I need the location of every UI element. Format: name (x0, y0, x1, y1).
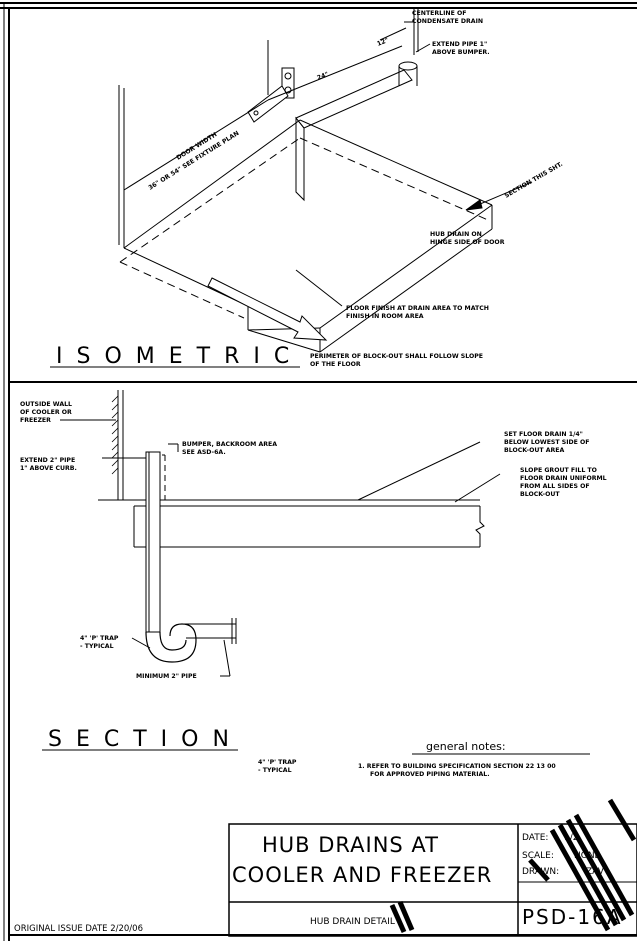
isometric-title: ISOMETRIC (56, 344, 303, 369)
section-title: SECTION (48, 727, 243, 752)
perimeter-label-2: OF THE FLOOR (310, 361, 361, 368)
wall-label-1: OUTSIDE WALL (20, 401, 72, 408)
hatch-watermark (389, 798, 637, 934)
hub-drain-label-1: HUB DRAIN ON (430, 231, 482, 238)
date-value: 1/2 (564, 833, 578, 843)
centerline-label-2: CONDENSATE DRAIN (412, 18, 483, 25)
floor-finish-label-2: FINISH IN ROOM AREA (346, 313, 424, 320)
general-notes: general notes: 1. REFER TO BUILDING SPEC… (358, 740, 590, 778)
p-trap-label-2: - TYPICAL (80, 643, 114, 650)
set-drain-label-2: BELOW LOWEST SIDE OF (504, 439, 590, 446)
set-drain-label-3: BLOCK-OUT AREA (504, 447, 565, 454)
bumper-label-1: BUMPER, BACKROOM AREA (182, 441, 277, 448)
bumper-label-2: SEE ASD-6A. (182, 449, 226, 456)
slope-label-3: FROM ALL SIDES OF (520, 483, 590, 490)
dim-24-label: 24" (316, 71, 330, 82)
floor-finish-label-1: FLOOR FINISH AT DRAIN AREA TO MATCH (346, 305, 489, 312)
slope-label-1: SLOPE GROUT FILL TO (520, 467, 597, 474)
note-1-line-2: FOR APPROVED PIPING MATERIAL. (370, 771, 490, 778)
wall-label-2: OF COOLER OR (20, 409, 72, 416)
extend-2-label-1: EXTEND 2" PIPE (20, 457, 75, 464)
notes-heading: general notes: (426, 740, 506, 753)
extend-2-label-2: 1" ABOVE CURB. (20, 465, 77, 472)
p-trap-note-2: - TYPICAL (258, 767, 292, 774)
wall-label-3: FREEZER (20, 417, 51, 424)
section-ref-label: SECTION THIS SHT. (504, 161, 565, 200)
slope-label-4: BLOCK-OUT (520, 491, 560, 498)
set-drain-label-1: SET FLOOR DRAIN 1/4" (504, 431, 583, 438)
hub-drain-label-2: HINGE SIDE OF DOOR (430, 239, 505, 246)
section-view (60, 390, 501, 677)
p-trap-label-1: 4" 'P' TRAP (80, 635, 119, 642)
date-label: DATE: (522, 833, 548, 843)
drawing-title-line-1: HUB DRAINS AT (262, 833, 439, 857)
original-issue-date: ORIGINAL ISSUE DATE 2/20/06 (14, 924, 143, 934)
slope-label-2: FLOOR DRAIN UNIFORML (520, 475, 607, 482)
note-1-line-1: 1. REFER TO BUILDING SPECIFICATION SECTI… (358, 763, 556, 770)
drawing-subtitle: HUB DRAIN DETAIL (310, 917, 395, 927)
door-hinge-icon (247, 67, 295, 123)
extend-pipe-label-2: ABOVE BUMPER. (432, 49, 490, 56)
centerline-label-1: CENTERLINE OF (412, 10, 466, 17)
scale-label: SCALE: (522, 851, 554, 861)
door-width-label-2: 36" OR 54" SEE FIXTURE PLAN (147, 130, 240, 192)
isometric-labels: CENTERLINE OF CONDENSATE DRAIN EXTEND PI… (50, 10, 564, 369)
isometric-view (118, 8, 533, 353)
extend-pipe-label-1: EXTEND PIPE 1" (432, 41, 487, 48)
drawing-title-line-2: COOLER AND FREEZER (232, 863, 492, 887)
perimeter-label-1: PERIMETER OF BLOCK-OUT SHALL FOLLOW SLOP… (310, 353, 483, 360)
p-trap-note-1: 4" 'P' TRAP (258, 759, 297, 766)
title-block (228, 823, 637, 937)
section-labels: OUTSIDE WALL OF COOLER OR FREEZER BUMPER… (20, 401, 607, 774)
dim-12-label: 12" (376, 37, 390, 48)
min-pipe-label: MINIMUM 2" PIPE (136, 673, 197, 680)
